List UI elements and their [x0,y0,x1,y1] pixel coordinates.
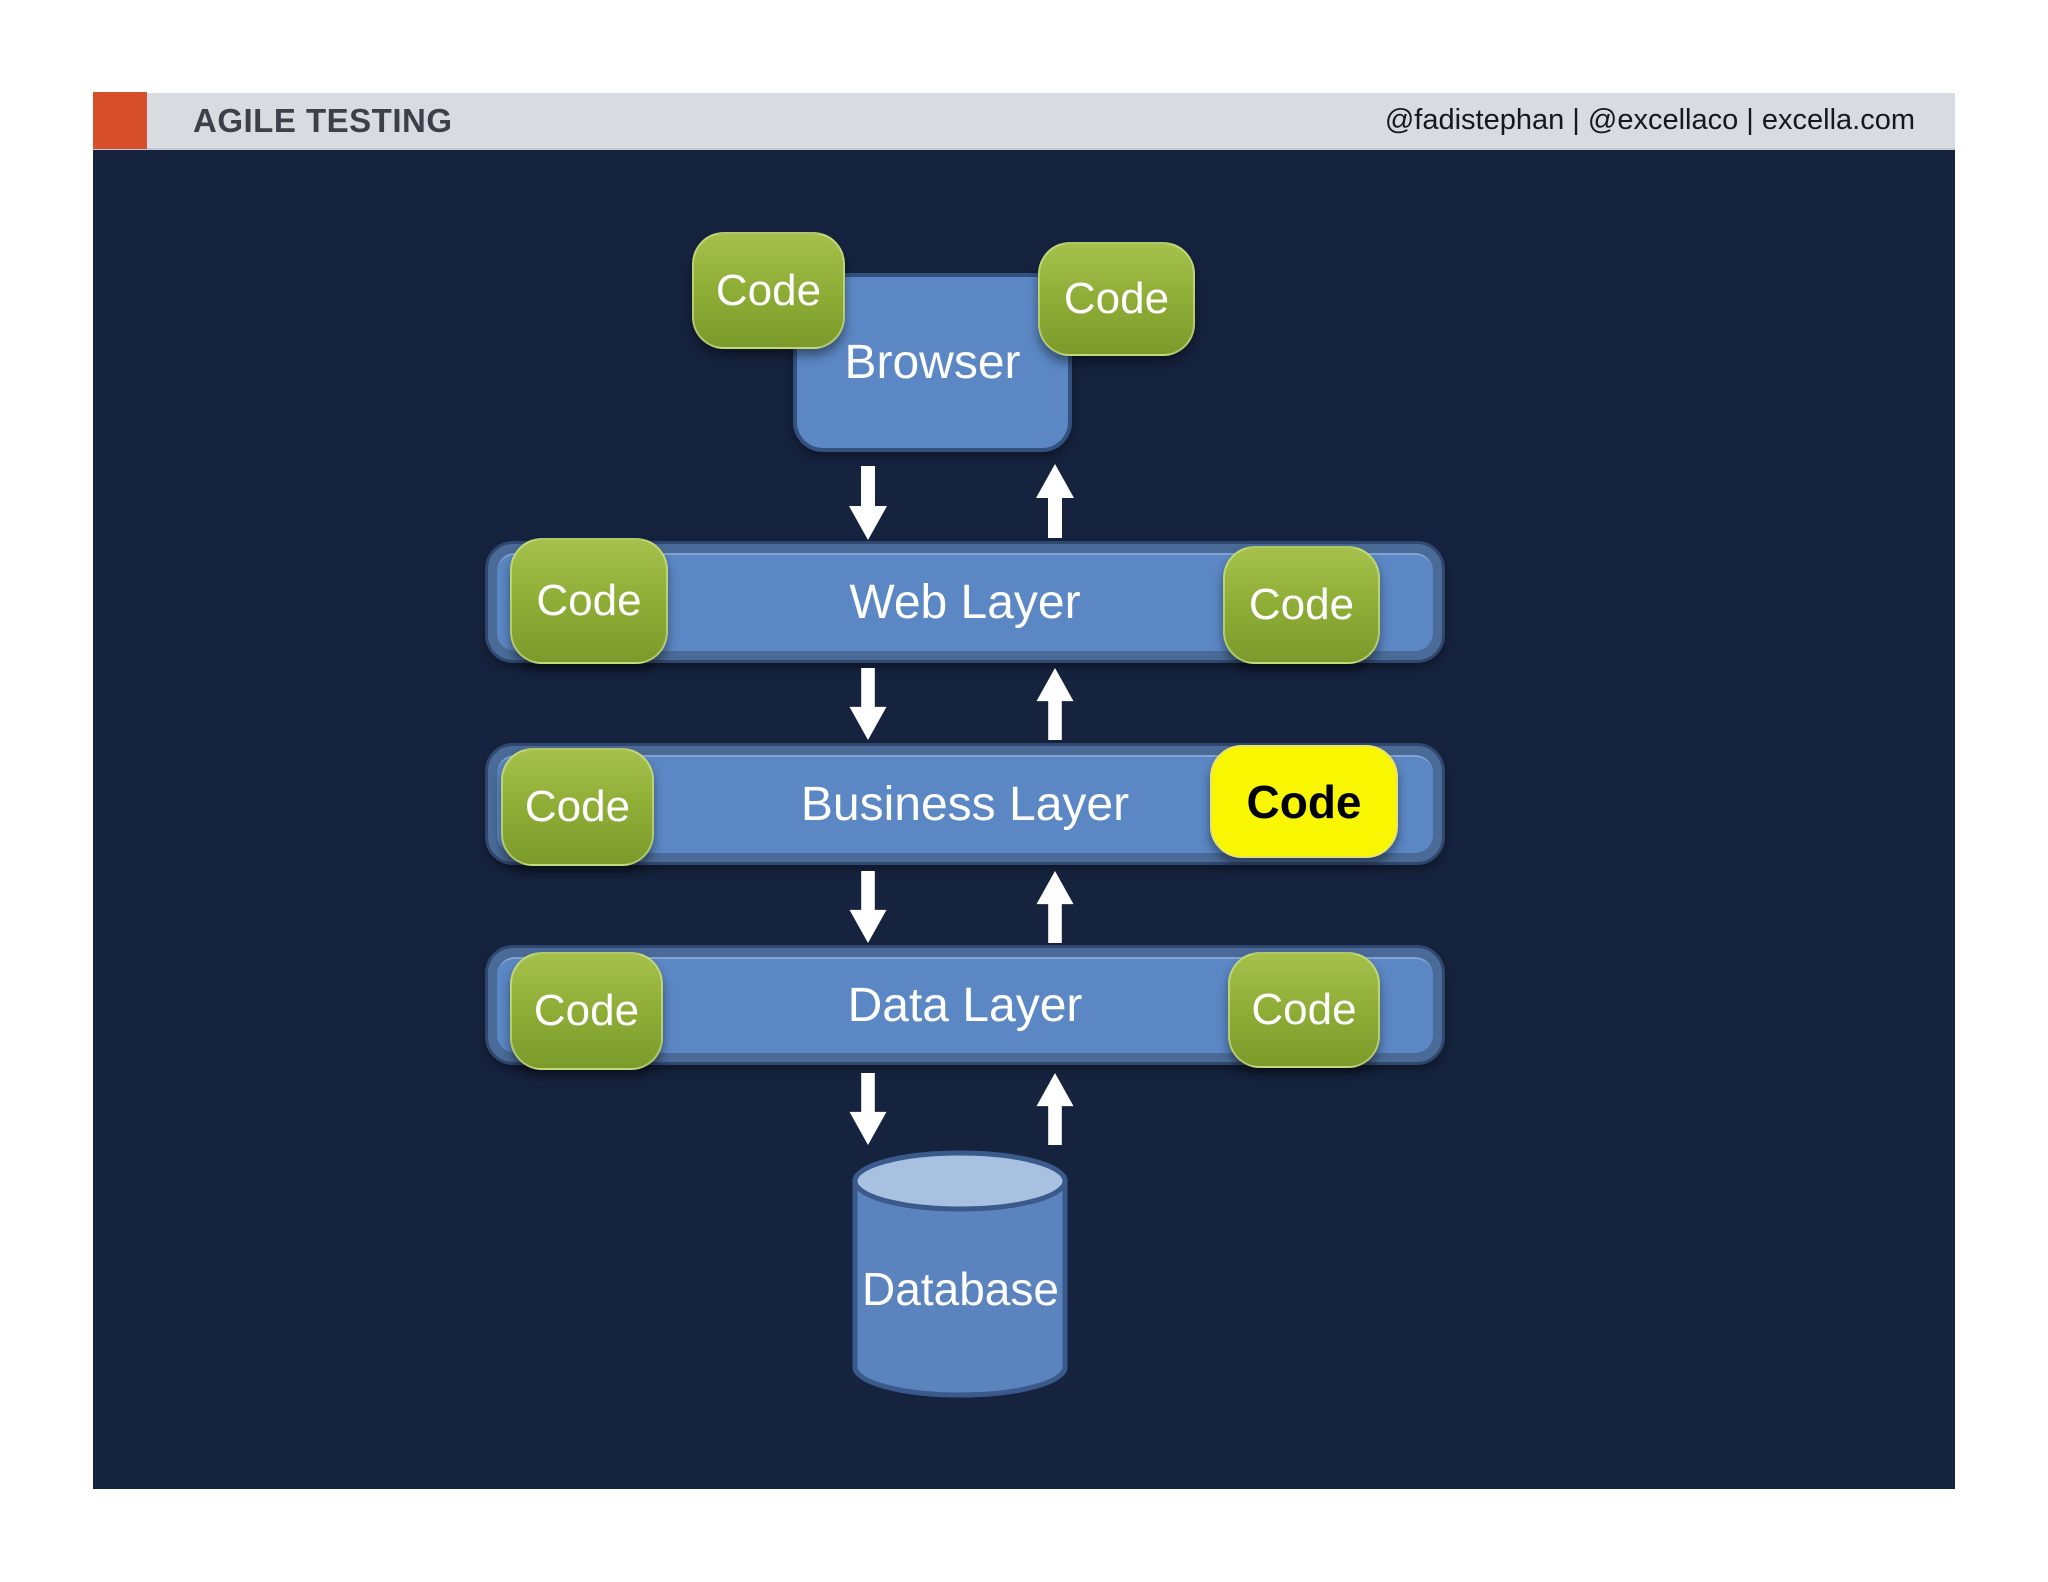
web-layer-code-right-badge: Code [1223,546,1380,664]
down-arrow-icon [849,466,887,540]
web-layer-code-left-badge: Code [510,538,668,664]
down-arrow-icon [849,1073,887,1145]
accent-square [93,92,147,149]
up-arrow-icon [1036,871,1074,943]
database-label: Database [862,1263,1059,1315]
code-label: Code [1063,274,1170,323]
business-layer-code-left-badge: Code [501,748,654,866]
header-bar: AGILE TESTING @fadistephan | @excellaco … [93,92,1955,150]
code-label: Code [1248,580,1355,629]
data-layer-label: Data Layer [847,979,1083,1032]
data-layer-code-left-badge: Code [510,952,663,1070]
browser-code-left-badge: Code [692,232,845,349]
up-arrow-icon [1036,464,1074,538]
author-handles: @fadistephan | @excellaco | excella.com [1384,104,1915,136]
browser-label: Browser [844,335,1021,389]
down-arrow-icon [849,871,887,943]
business-layer-label: Business Layer [800,778,1130,831]
browser-code-right-badge: Code [1038,242,1195,356]
up-arrow-icon [1036,1073,1074,1145]
database-cylinder-icon [850,1147,1071,1399]
code-label: Code [536,576,642,625]
business-layer-code-right-badge-highlighted: Code [1210,745,1398,858]
code-label: Code [1246,775,1362,828]
code-label: Code [524,782,631,831]
data-layer-code-right-badge: Code [1228,952,1380,1068]
code-label: Code [715,265,822,315]
web-layer-label: Web Layer [849,576,1081,629]
up-arrow-icon [1036,668,1074,740]
code-label: Code [533,986,640,1035]
slide-title: AGILE TESTING [193,101,453,139]
code-label: Code [1251,985,1357,1034]
down-arrow-icon [849,668,887,740]
